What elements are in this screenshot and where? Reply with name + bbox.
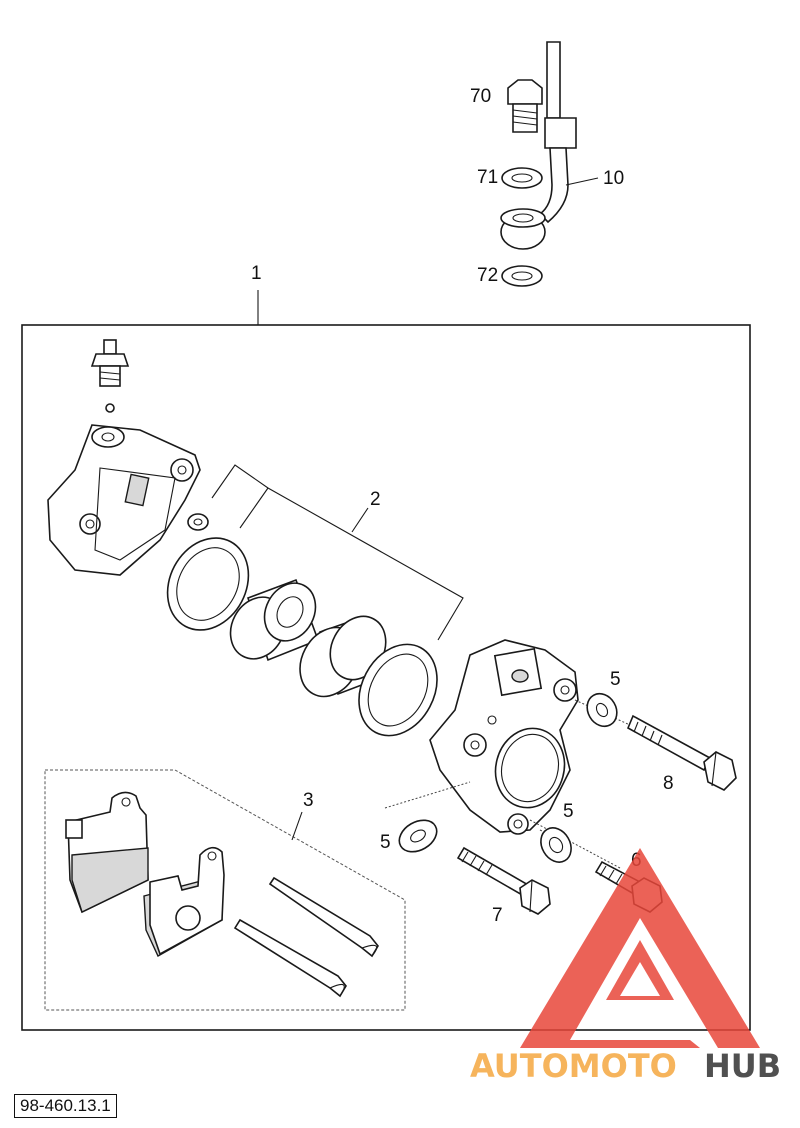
reference-code: 98-460.13.1 bbox=[14, 1094, 117, 1118]
washer-center bbox=[540, 827, 572, 863]
seal-kit-bracket bbox=[211, 464, 464, 641]
bleed-nipple bbox=[90, 339, 130, 413]
callout-71: 71 bbox=[477, 167, 498, 188]
banjo-bolt bbox=[507, 79, 543, 133]
callout-72: 72 bbox=[477, 265, 498, 286]
callout-2: 2 bbox=[370, 489, 381, 510]
lower-washer bbox=[501, 265, 543, 287]
watermark-triangle bbox=[520, 848, 760, 1048]
small-seal-ring bbox=[187, 513, 209, 531]
watermark-text-b: HUB bbox=[704, 1047, 781, 1085]
brake-pad-rear bbox=[65, 791, 149, 914]
pad-pin-upper bbox=[268, 876, 379, 958]
caliper-inner-half bbox=[429, 639, 579, 835]
brake-hose bbox=[538, 41, 599, 224]
dust-seal-right bbox=[358, 643, 438, 737]
washer-upper-right bbox=[586, 692, 618, 728]
callout-5-upper: 5 bbox=[610, 669, 621, 690]
watermark-text-a: AUTOMOTO bbox=[470, 1047, 677, 1085]
banjo-fitting bbox=[500, 208, 546, 250]
pad-pin-lower bbox=[233, 918, 347, 998]
callout-1: 1 bbox=[251, 263, 262, 284]
upper-washer bbox=[501, 167, 543, 189]
washer-left bbox=[398, 819, 438, 853]
callout-8: 8 bbox=[663, 773, 674, 794]
brake-pad-front bbox=[143, 846, 225, 957]
piston-left bbox=[229, 578, 320, 662]
bolt-long-upper bbox=[626, 714, 737, 791]
caliper-assembly-box bbox=[21, 290, 751, 1031]
callout-70: 70 bbox=[470, 86, 491, 107]
dust-seal-left bbox=[166, 537, 250, 631]
callout-3: 3 bbox=[303, 790, 314, 811]
callout-5-center: 5 bbox=[563, 801, 574, 822]
callout-10: 10 bbox=[603, 168, 624, 189]
callout-5-left: 5 bbox=[380, 832, 391, 853]
watermark-logo bbox=[520, 848, 760, 1048]
caliper-outer-half bbox=[47, 424, 201, 576]
callout-7: 7 bbox=[492, 905, 503, 926]
bolt-long-lower bbox=[456, 846, 551, 915]
